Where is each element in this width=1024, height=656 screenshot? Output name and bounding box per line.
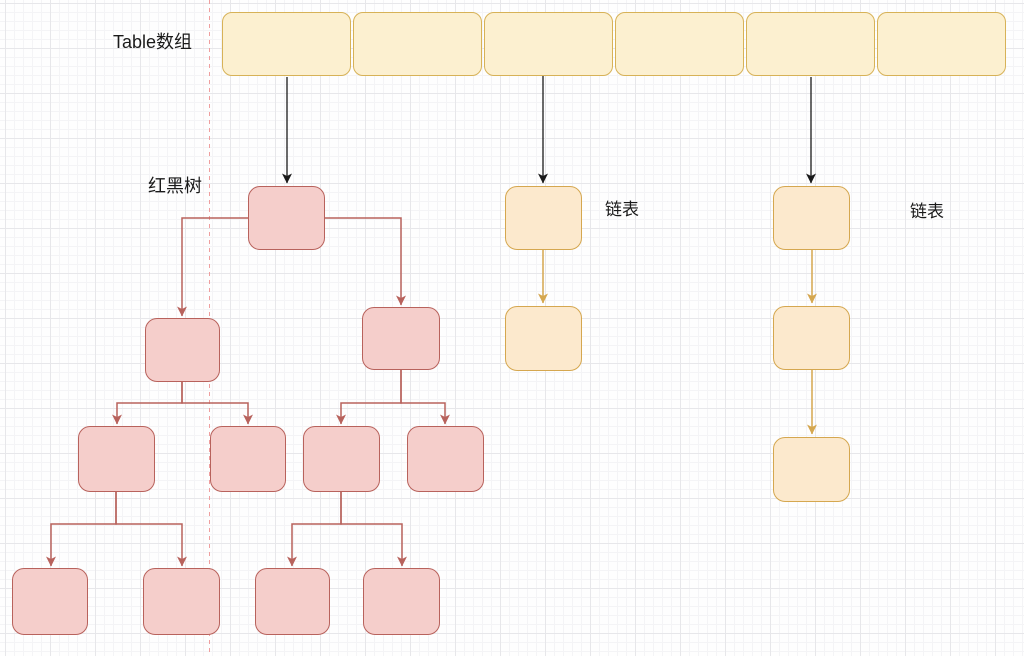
tree-edge-4[interactable] <box>177 217 248 317</box>
label-table-array: Table数组 <box>113 32 193 52</box>
tree-edge-12[interactable] <box>287 492 342 567</box>
table-slot-2[interactable] <box>353 12 482 76</box>
tree-node-l3-d[interactable] <box>407 426 484 492</box>
tree-edge-10[interactable] <box>46 492 117 567</box>
tree-node-l4-4[interactable] <box>363 568 440 635</box>
label-red-black-tree: 红黑树 <box>148 176 202 196</box>
list-node-mid-2[interactable] <box>505 306 582 371</box>
table-slot-6[interactable] <box>877 12 1006 76</box>
tree-node-l3-b[interactable] <box>210 426 286 492</box>
tree-node-l3-c[interactable] <box>303 426 380 492</box>
table-slot-1[interactable] <box>222 12 351 76</box>
tree-edge-9[interactable] <box>400 370 450 425</box>
tree-node-l4-2[interactable] <box>143 568 220 635</box>
tree-node-l4-3[interactable] <box>255 568 330 635</box>
tree-node-l2-right[interactable] <box>362 307 440 370</box>
tree-node-l2-left[interactable] <box>145 318 220 382</box>
tree-node-l3-a[interactable] <box>78 426 155 492</box>
list-node-mid-1[interactable] <box>505 186 582 250</box>
tree-edge-6[interactable] <box>112 382 183 425</box>
table-slot-5[interactable] <box>746 12 875 76</box>
tree-node-l4-1[interactable] <box>12 568 88 635</box>
list-node-right-2[interactable] <box>773 306 850 370</box>
tree-edge-11[interactable] <box>115 492 187 567</box>
tree-edge-5[interactable] <box>325 217 406 306</box>
tree-edge-13[interactable] <box>340 492 407 567</box>
tree-edge-7[interactable] <box>181 382 253 425</box>
list-node-right-1[interactable] <box>773 186 850 250</box>
table-slot-3[interactable] <box>484 12 613 76</box>
table-slot-4[interactable] <box>615 12 744 76</box>
tree-edge-8[interactable] <box>336 370 402 425</box>
label-linked-list-middle: 链表 <box>605 200 639 219</box>
label-linked-list-right: 链表 <box>910 202 944 221</box>
list-node-right-3[interactable] <box>773 437 850 502</box>
tree-node-root[interactable] <box>248 186 325 250</box>
